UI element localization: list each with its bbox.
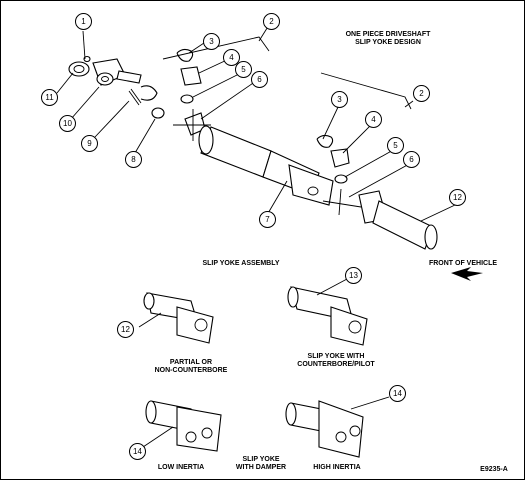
counterbore-label-line2: COUNTERBORE/PILOT (297, 361, 375, 368)
design-title-line2: SLIP YOKE DESIGN (355, 39, 421, 46)
figure-code: E9235-A (480, 466, 508, 473)
callout-6-right: 6 (403, 151, 420, 168)
flange-assembly (68, 55, 158, 106)
damper-low-inertia (142, 400, 222, 452)
callout-10: 10 (59, 115, 76, 132)
slip-yoke-partial (138, 292, 214, 344)
bracket-left (162, 36, 270, 60)
bracket-right (320, 72, 412, 110)
callout-4-right: 4 (365, 111, 382, 128)
callout-3-right: 3 (331, 91, 348, 108)
callout-5-right: 5 (387, 137, 404, 154)
callout-7: 7 (259, 211, 276, 228)
low-inertia-label: LOW INERTIA (157, 464, 205, 471)
damper-label-line2: WITH DAMPER (235, 464, 287, 471)
callout-14-left: 14 (129, 443, 146, 460)
callout-13: 13 (345, 267, 362, 284)
callout-8: 8 (125, 151, 142, 168)
u-joint-parts-left (151, 48, 211, 141)
callout-2-left: 2 (263, 13, 280, 30)
front-arrow-icon (451, 267, 483, 281)
callout-9: 9 (81, 135, 98, 152)
callout-11: 11 (41, 89, 58, 106)
callout-3-left: 3 (203, 33, 220, 50)
callout-6-left: 6 (251, 71, 268, 88)
high-inertia-label: HIGH INERTIA (313, 464, 361, 471)
partial-label-line2: NON-COUNTERBORE (154, 367, 228, 374)
damper-high-inertia (285, 396, 390, 458)
damper-label-line1: SLIP YOKE (242, 456, 280, 463)
assembly-title: SLIP YOKE ASSEMBLY (202, 260, 280, 267)
u-joint-parts-right (316, 134, 438, 250)
slip-yoke-counterbore (287, 278, 368, 346)
callout-1: 1 (75, 13, 92, 30)
callout-12-bottom: 12 (117, 321, 134, 338)
callout-12-top: 12 (449, 189, 466, 206)
driveshaft-tube (198, 125, 334, 206)
front-of-vehicle-label: FRONT OF VEHICLE (428, 260, 498, 267)
callout-5-left: 5 (235, 61, 252, 78)
callout-14-right: 14 (389, 385, 406, 402)
design-title-line1: ONE PIECE DRIVESHAFT (345, 31, 431, 38)
partial-label-line1: PARTIAL OR (169, 359, 213, 366)
leader-lines (56, 24, 456, 222)
callout-2-right: 2 (413, 85, 430, 102)
counterbore-label-line1: SLIP YOKE WITH (307, 353, 365, 360)
callout-4-left: 4 (223, 49, 240, 66)
